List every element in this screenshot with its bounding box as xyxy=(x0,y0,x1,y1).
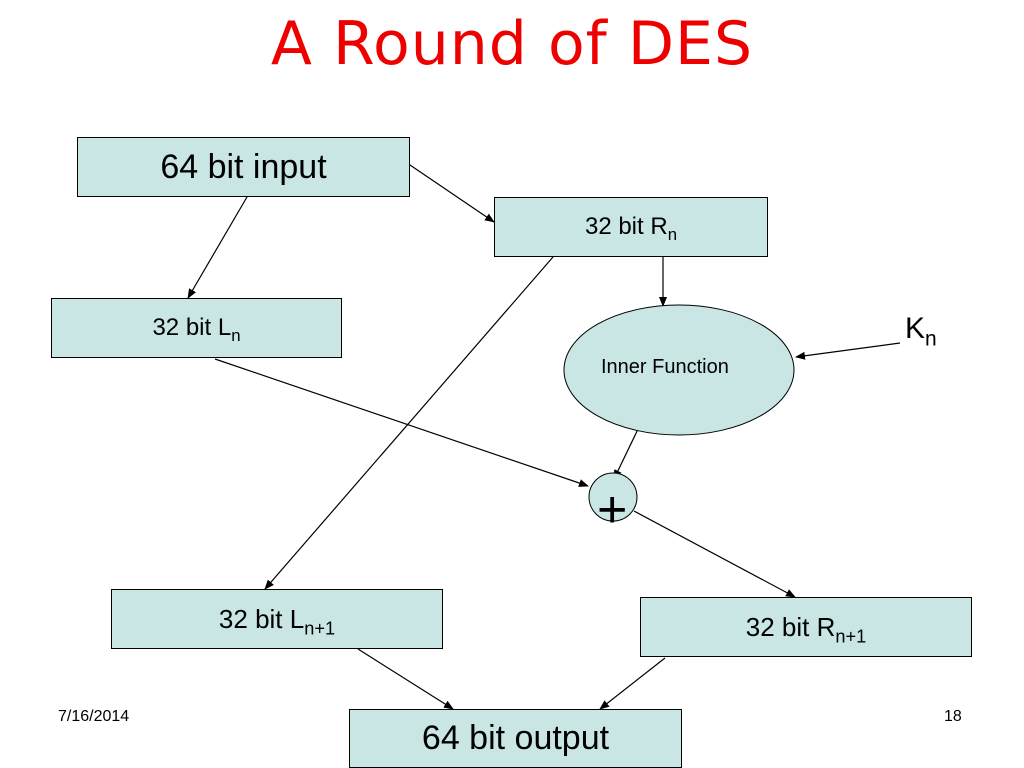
arrow-lnext-to-output xyxy=(357,648,454,710)
arrow-rnext-to-output xyxy=(599,657,666,710)
r-next-box: 32 bit Rn+1 xyxy=(640,597,972,657)
arrow-ln-to-xor xyxy=(214,358,589,487)
slide-title: A Round of DES xyxy=(270,9,754,79)
input-label: 64 bit input xyxy=(160,147,327,186)
arrow-key-to-inner-function xyxy=(795,342,901,360)
output-box: 64 bit output xyxy=(349,709,682,768)
r-n-label: 32 bit Rn xyxy=(584,213,678,244)
arrow-rn-to-lnext xyxy=(264,256,554,590)
footer-page-number: 18 xyxy=(944,708,962,725)
l-next-box: 32 bit Ln+1 xyxy=(111,589,443,649)
footer-date: 7/16/2014 xyxy=(58,708,130,725)
arrow-input-to-rn xyxy=(409,164,495,223)
r-next-label: 32 bit Rn+1 xyxy=(745,611,867,646)
key-label: Kn xyxy=(905,312,937,351)
inner-function-label: Inner Function xyxy=(601,356,729,378)
arrow-inner-function-to-xor xyxy=(613,424,641,480)
arrow-xor-to-rnext xyxy=(633,510,796,598)
l-n-box: 32 bit Ln xyxy=(51,298,342,358)
r-n-box: 32 bit Rn xyxy=(494,197,768,257)
l-n-label: 32 bit Ln xyxy=(152,314,241,345)
arrow-input-to-ln xyxy=(187,196,248,299)
xor-symbol: + xyxy=(597,481,628,539)
xor-circle xyxy=(588,472,638,522)
input-box: 64 bit input xyxy=(77,137,410,197)
inner-function-ellipse xyxy=(563,304,795,436)
output-label: 64 bit output xyxy=(421,719,610,757)
l-next-label: 32 bit Ln+1 xyxy=(218,603,336,638)
